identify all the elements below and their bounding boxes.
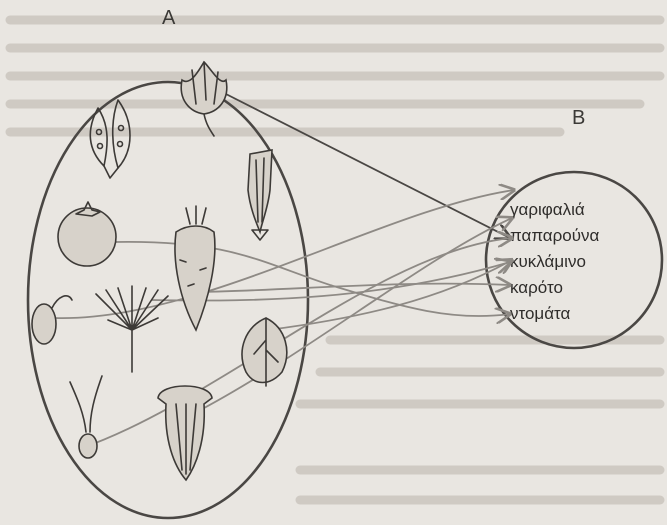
carnation-calyx-icon (248, 150, 272, 240)
item-poppy: παπαρούνα (510, 226, 600, 245)
tomato-icon (58, 202, 116, 266)
item-carnation: γαριφαλιά (510, 200, 585, 219)
set-a-label: A (162, 7, 176, 29)
cyclamen-seed-icon (32, 296, 72, 344)
pea-pod-icon (90, 100, 130, 178)
item-tomato: ντομάτα (510, 304, 571, 323)
set-b-label: B (572, 107, 585, 129)
item-carrot: καρότο (510, 278, 563, 297)
poppy-capsule-icon (158, 386, 212, 480)
arrow-carrot-root (200, 284, 510, 292)
carnation-pistil-icon (70, 376, 102, 458)
carrot-root-icon (175, 206, 215, 330)
mapping-arrows (55, 92, 514, 448)
item-cyclamen: κυκλάμινο (510, 252, 586, 271)
set-b-items: γαριφαλιά παπαρούνα κυκλάμινο καρότο ντο… (510, 200, 600, 323)
carrot-umbel-icon (96, 286, 168, 372)
